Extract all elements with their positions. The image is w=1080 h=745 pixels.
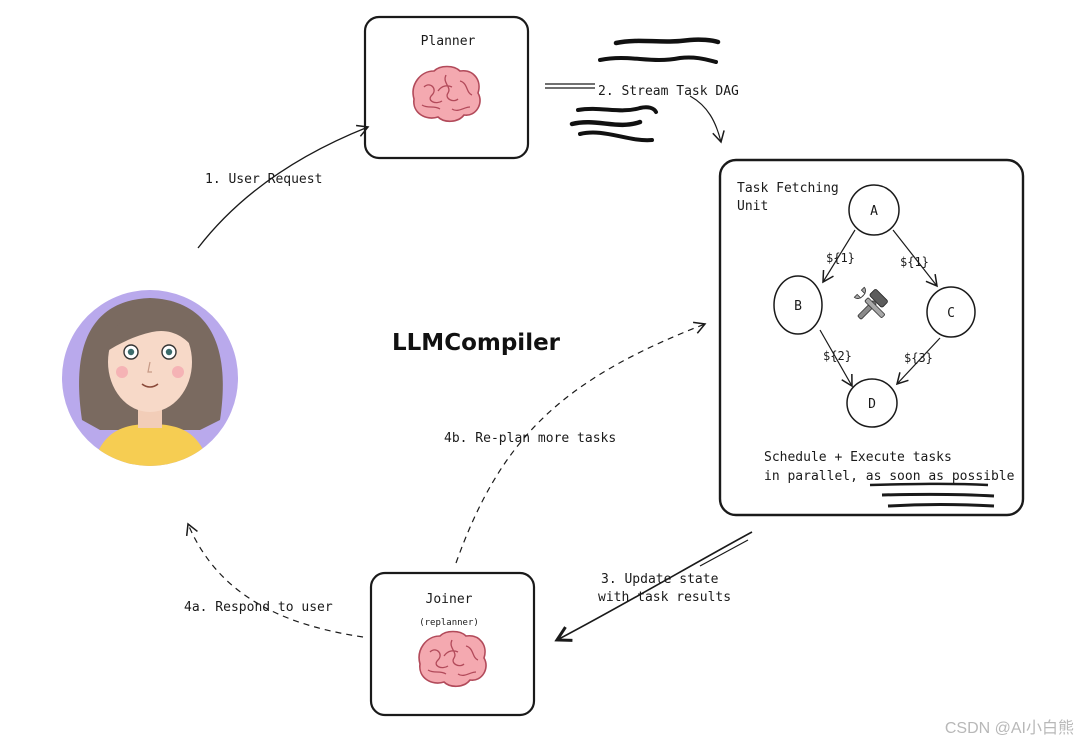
- tfu-note-line2: in parallel, as soon as possible: [764, 469, 1015, 484]
- hammer-and-wrench-icon: [853, 286, 888, 320]
- arrow-update-state-shadow: [699, 539, 749, 567]
- stream-scribbles: [569, 37, 721, 143]
- arrow-stream-task-dag: [689, 95, 725, 144]
- task-fetching-unit-node: Task Fetching Unit ${1} ${1} ${2} ${3} A…: [718, 158, 1025, 517]
- watermark-text: CSDN @AI小白熊: [945, 719, 1074, 737]
- diagram-title: LLMCompiler: [392, 330, 561, 356]
- planner-node: Planner: [363, 15, 530, 160]
- dag-edge-label-b-d: ${2}: [823, 349, 852, 363]
- user-avatar: [62, 290, 238, 466]
- dag-edge-a-c: [892, 229, 938, 288]
- arrow-label-respond-to-user: 4a. Respond to user: [184, 600, 333, 615]
- tfu-label-line2: Unit: [737, 199, 768, 214]
- dag-node-b: [773, 275, 823, 335]
- tfu-note-line1: Schedule + Execute tasks: [764, 450, 952, 465]
- arrow-label-update-state-line2: with task results: [598, 590, 731, 605]
- dag-node-a-label: A: [870, 204, 878, 219]
- dag-edge-c-d: [895, 337, 941, 386]
- arrow-label-stream-task-dag: 2. Stream Task DAG: [598, 84, 739, 99]
- emphasis-underline-2: [881, 492, 995, 498]
- tfu-label-line1: Task Fetching: [737, 181, 839, 196]
- arrow-label-user-request: 1. User Request: [205, 172, 322, 187]
- stream-line: [545, 83, 595, 89]
- dag-edge-label-c-d: ${3}: [904, 351, 933, 365]
- arrow-respond-to-user: [185, 522, 364, 638]
- arrow-label-replan: 4b. Re-plan more tasks: [444, 431, 616, 446]
- brain-icon: [418, 630, 487, 688]
- dag-node-d-label: D: [868, 397, 876, 412]
- dag-node-a: [848, 184, 900, 236]
- dag-edge-label-a-c: ${1}: [900, 255, 929, 269]
- emphasis-underline-3: [887, 503, 995, 508]
- dag-edge-b-d: [819, 329, 853, 388]
- arrow-label-update-state-line1: 3. Update state: [601, 572, 719, 587]
- planner-label: Planner: [421, 34, 476, 49]
- dag-node-c: [926, 286, 976, 338]
- dag-node-c-label: C: [947, 306, 955, 321]
- joiner-node: Joiner (replanner): [369, 571, 536, 717]
- joiner-sublabel: (replanner): [419, 618, 479, 628]
- brain-icon: [412, 65, 481, 123]
- dag-edge-a-b: [822, 229, 856, 284]
- emphasis-underline: [869, 482, 989, 487]
- arrow-replan: [455, 321, 707, 564]
- dag-node-d: [846, 378, 898, 428]
- dag-edge-label-a-b: ${1}: [826, 251, 855, 265]
- joiner-label: Joiner: [426, 592, 473, 607]
- arrow-user-request: [197, 124, 370, 249]
- dag-node-b-label: B: [794, 299, 802, 314]
- arrow-update-state: [557, 531, 753, 640]
